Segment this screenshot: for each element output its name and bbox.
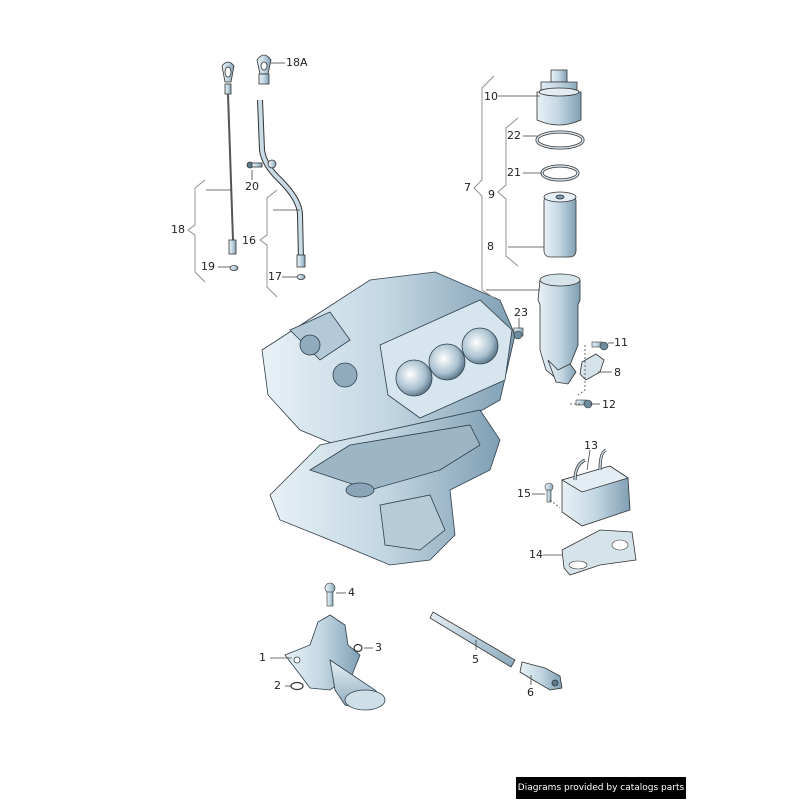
drive-shaft-5 <box>429 611 516 668</box>
callout-9: 9 <box>488 188 495 201</box>
callout-18A: 18A <box>286 56 308 69</box>
callout-20: 20 <box>245 180 259 193</box>
adapter-6 <box>519 661 563 691</box>
callout-8-gasket: 8 <box>614 366 621 379</box>
o-ring-3 <box>353 643 363 653</box>
callout-17: 17 <box>268 270 282 283</box>
callout-2: 2 <box>274 679 281 692</box>
attribution-footer: Diagrams provided by catalogs parts <box>516 777 686 799</box>
callout-1: 1 <box>259 651 266 664</box>
callout-22: 22 <box>507 129 521 142</box>
brackets <box>187 75 519 299</box>
callout-13: 13 <box>584 439 598 452</box>
callout-6: 6 <box>527 686 534 699</box>
callout-7: 7 <box>464 181 471 194</box>
callout-4: 4 <box>348 586 355 599</box>
o-ring-2 <box>290 681 304 691</box>
callout-8-filter: 8 <box>487 240 494 253</box>
dipstick-guide-tube-16 <box>246 54 306 280</box>
oil-filter-cap-10 <box>536 69 582 126</box>
callout-15: 15 <box>517 487 531 500</box>
callout-3: 3 <box>375 641 382 654</box>
callout-12: 12 <box>602 398 616 411</box>
filter-element-8 <box>543 191 577 258</box>
oil-pump-1 <box>284 614 386 711</box>
callout-23: 23 <box>514 306 528 319</box>
leader-lines <box>206 62 614 687</box>
callout-14: 14 <box>529 548 543 561</box>
oil-cooler-13 <box>561 448 631 527</box>
callout-19: 19 <box>201 260 215 273</box>
engine-block <box>261 271 516 456</box>
bolt-15 <box>544 482 554 503</box>
callout-10: 10 <box>484 90 498 103</box>
callout-16: 16 <box>242 234 256 247</box>
dipstick-18 <box>221 61 239 271</box>
callout-11: 11 <box>614 336 628 349</box>
callout-18: 18 <box>171 223 185 236</box>
bolt-11 <box>591 341 609 351</box>
oil-pan <box>269 409 501 566</box>
bolt-4 <box>324 582 336 607</box>
bolt-23 <box>513 327 524 340</box>
oil-filter-housing <box>537 273 581 385</box>
callout-21: 21 <box>507 166 521 179</box>
callout-5: 5 <box>472 653 479 666</box>
gasket-8 <box>579 353 605 381</box>
